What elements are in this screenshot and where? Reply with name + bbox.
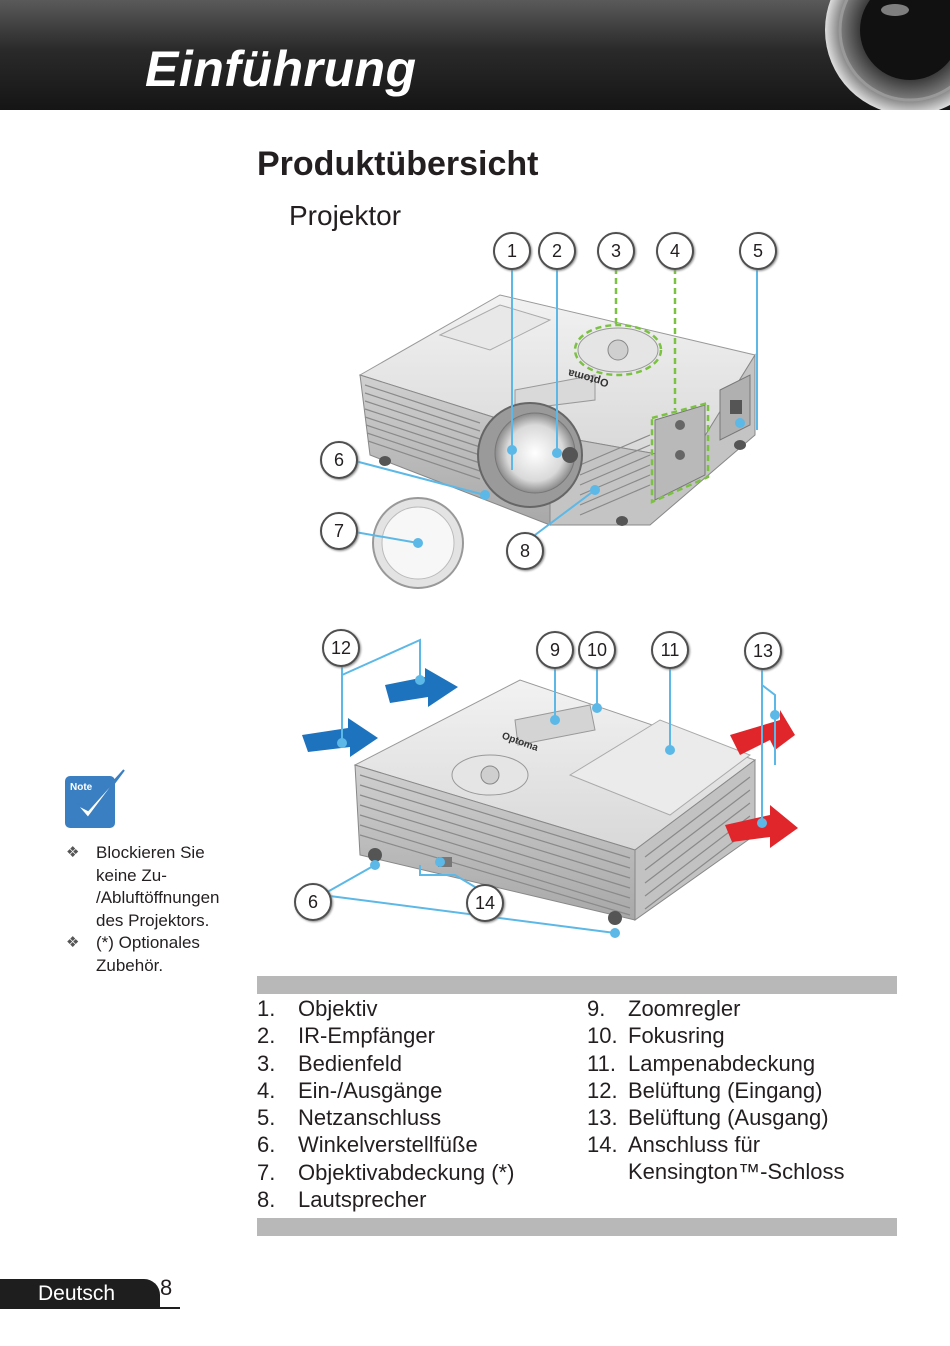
list-item: 6.Winkelverstellfüße <box>257 1132 478 1158</box>
list-item: 5.Netzanschluss <box>257 1105 442 1131</box>
callout-9: 9 <box>536 631 574 669</box>
table-bottom-bar <box>257 1218 897 1236</box>
callout-1: 1 <box>493 232 531 270</box>
lens-graphic <box>825 0 950 110</box>
callout-7: 7 <box>320 512 358 550</box>
callout-8: 8 <box>506 532 544 570</box>
callout-6: 6 <box>320 441 358 479</box>
callout-2: 2 <box>538 232 576 270</box>
page-number: 8 <box>160 1275 173 1300</box>
callout-3: 3 <box>597 232 635 270</box>
list-item: 8.Lautsprecher <box>257 1187 427 1213</box>
projector-diagram: Optoma <box>302 268 798 938</box>
callout-11: 11 <box>651 631 689 669</box>
list-item: 13.Belüftung (Ausgang) <box>587 1105 829 1131</box>
list-item: 2.IR-Empfänger <box>257 1023 435 1049</box>
list-item: 1.Objektiv <box>257 996 378 1021</box>
language-tab: Deutsch <box>0 1279 160 1309</box>
subsection-title: Projektor <box>289 200 402 231</box>
list-item: 11.Lampenabdeckung <box>587 1050 816 1076</box>
parts-list-right: 9.Zoomregler 10.Fokusring 11.Lampenabdec… <box>587 995 897 1185</box>
diamond-bullet-icon: ❖ <box>66 844 80 861</box>
footer-rule <box>0 1307 180 1309</box>
note-list: ❖Blockieren Sie keine Zu- /Abluftöffnung… <box>66 842 236 978</box>
note-icon: Note <box>65 769 125 828</box>
callout-10: 10 <box>578 631 616 669</box>
parts-list-left: 1.Objektiv 2.IR-Empfänger 3.Bedienfeld 4… <box>257 995 577 1213</box>
language-label: Deutsch <box>38 1282 116 1305</box>
callout-14: 14 <box>466 884 504 922</box>
list-item: 3.Bedienfeld <box>257 1050 402 1076</box>
list-item: 4.Ein-/Ausgänge <box>257 1077 443 1103</box>
chapter-header: Einführung <box>0 0 950 110</box>
section-title: Produktübersicht <box>257 145 539 183</box>
list-item: 12.Belüftung (Eingang) <box>587 1077 823 1103</box>
list-item: 9.Zoomregler <box>587 996 741 1021</box>
callout-6b: 6 <box>294 883 332 921</box>
list-item: 7.Objektivabdeckung (*) <box>257 1159 515 1185</box>
callout-13: 13 <box>744 632 782 670</box>
callout-5: 5 <box>739 232 777 270</box>
note-item: ❖Blockieren Sie keine Zu- /Abluftöffnung… <box>66 843 220 930</box>
list-item: 10.Fokusring <box>587 1023 725 1049</box>
callout-12: 12 <box>322 629 360 667</box>
note-item: ❖(*) Optionales Zubehör. <box>66 933 200 975</box>
chapter-title: Einführung <box>145 41 417 97</box>
projector-rear-view: Optoma <box>353 679 757 925</box>
note-icon-label: Note <box>70 782 93 793</box>
callout-4: 4 <box>656 232 694 270</box>
table-top-bar <box>257 976 897 994</box>
diamond-bullet-icon: ❖ <box>66 934 80 952</box>
